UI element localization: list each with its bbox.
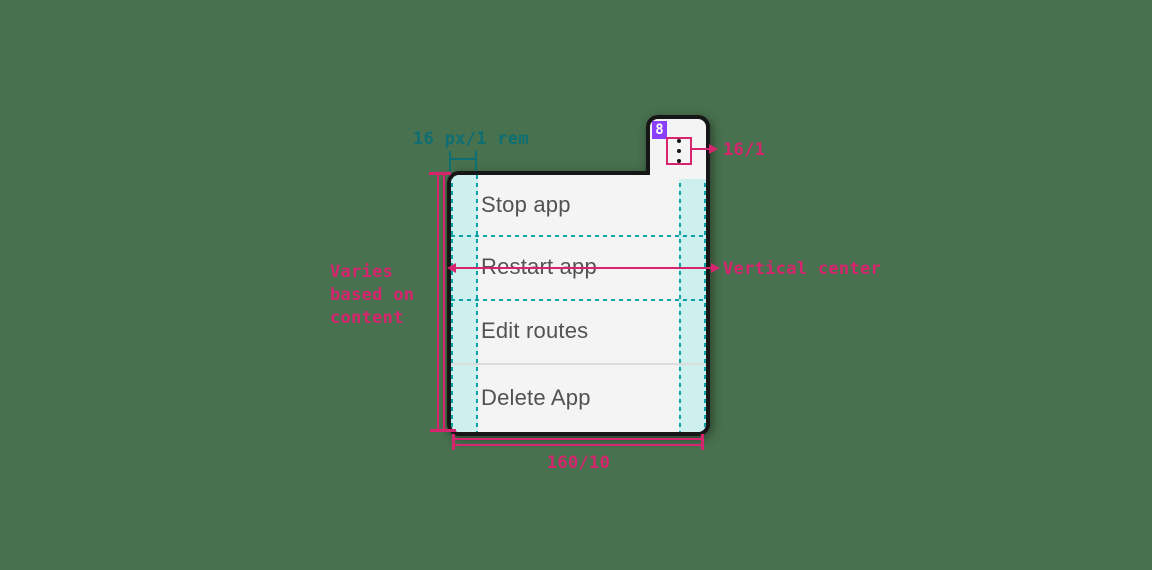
height-measure-tick-top: [429, 172, 451, 175]
vertical-center-line: [453, 267, 713, 269]
padding-bracket: [449, 151, 477, 171]
vertical-center-arrow-right: [711, 263, 720, 273]
overflow-menu-spec: Stop app Restart app Edit routes Delete …: [446, 114, 712, 440]
padding-size-label: 16 px/1 rem: [413, 129, 529, 149]
menu-item-delete-app[interactable]: Delete App: [451, 363, 706, 432]
width-measure-line: [454, 438, 703, 446]
menu-item-label: Restart app: [481, 254, 597, 279]
padding-guide-dash: [451, 175, 453, 432]
height-varies-label: Varies based on content: [330, 262, 415, 328]
kebab-size-arrow-line: [692, 148, 710, 150]
kebab-size-arrow-head: [709, 144, 718, 154]
row-boundary-guide-top: [451, 235, 706, 237]
menu-item-stop-app[interactable]: Stop app: [451, 175, 706, 235]
menu-item-edit-routes[interactable]: Edit routes: [451, 299, 706, 363]
row-boundary-guide-bottom: [451, 299, 706, 301]
height-measure-tick-bottom: [430, 429, 456, 432]
width-measure-tick-right: [701, 434, 704, 450]
vertical-center-label: Vertical center: [723, 259, 882, 279]
menu-item-restart-app[interactable]: Restart app: [451, 235, 706, 299]
padding-guide-dash: [704, 175, 706, 432]
height-measure-line: [437, 172, 445, 432]
padding-guide-dash: [679, 175, 681, 432]
menu-item-label: Stop app: [481, 192, 571, 217]
overflow-menu-icon: [677, 139, 681, 143]
overflow-menu-icon: [677, 149, 681, 153]
width-measure-tick-left: [452, 434, 455, 450]
menu-panel: Stop app Restart app Edit routes Delete …: [451, 175, 706, 432]
overflow-menu-icon: [677, 159, 681, 163]
annotation-badge: 8: [652, 121, 667, 139]
width-size-label: 160/10: [546, 453, 611, 473]
menu-item-label: Edit routes: [481, 318, 589, 343]
padding-guide-left: [451, 175, 478, 432]
menu-item-list: Stop app Restart app Edit routes Delete …: [451, 175, 706, 432]
padding-guide-right: [679, 175, 706, 432]
padding-guide-dash: [476, 175, 478, 432]
kebab-size-outline: [666, 137, 692, 165]
kebab-size-label: 16/1: [723, 140, 766, 160]
menu-item-label: Delete App: [481, 384, 591, 410]
menu-divider: [451, 363, 706, 365]
vertical-center-arrow-left: [447, 263, 456, 273]
